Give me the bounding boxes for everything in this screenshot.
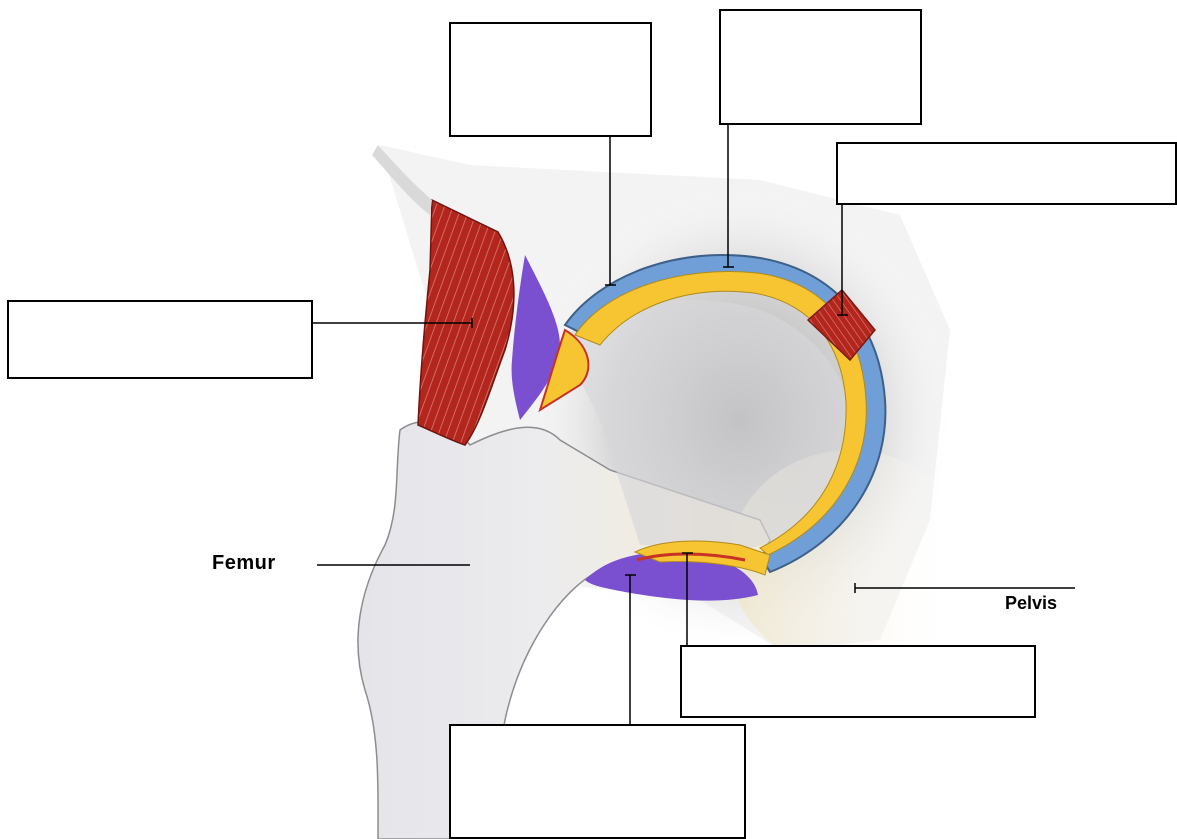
pelvis-label: Pelvis bbox=[1005, 593, 1057, 614]
label-box-bottom-right[interactable] bbox=[680, 645, 1036, 718]
label-box-top-left[interactable] bbox=[449, 22, 652, 137]
label-box-bottom-middle[interactable] bbox=[449, 724, 746, 839]
label-box-top-right[interactable] bbox=[836, 142, 1177, 205]
femur-label: Femur bbox=[212, 552, 276, 575]
label-box-top-middle[interactable] bbox=[719, 9, 922, 125]
label-box-left[interactable] bbox=[7, 300, 313, 379]
